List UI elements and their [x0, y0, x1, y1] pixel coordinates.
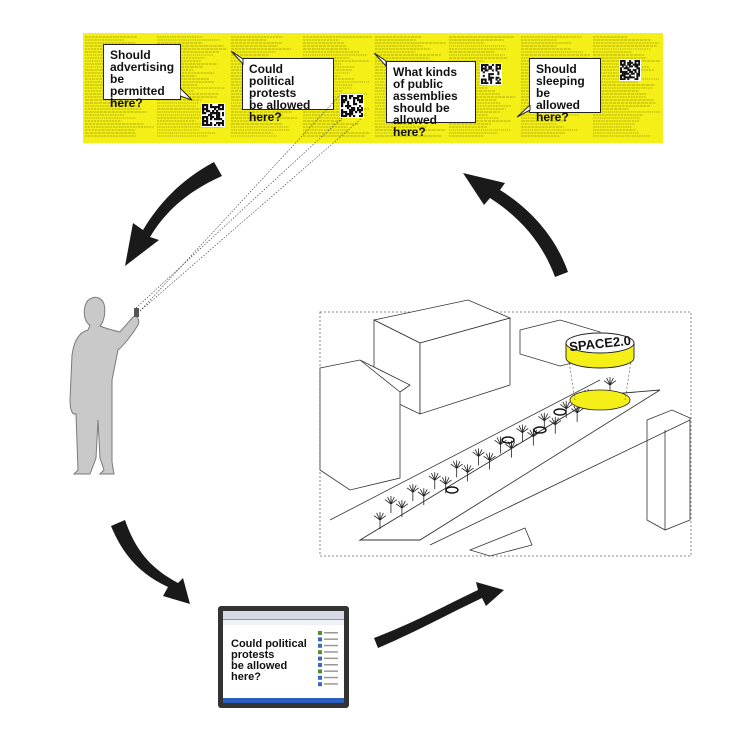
question-bubble-assemblies: What kinds of public assemblies should b…: [386, 61, 476, 138]
browser-address-bar: [223, 620, 344, 625]
qr-code: [340, 94, 364, 118]
browser-toolbar: [223, 611, 344, 620]
bench-icon: [501, 436, 515, 444]
question-sleeping-text: Should sleeping be allowed here?: [536, 62, 585, 124]
tree-icon: [549, 416, 562, 434]
tree-icon: [450, 460, 463, 478]
bubble-tail: [231, 51, 244, 65]
question-bubble-sleeping: Should sleeping be allowed here?: [529, 58, 601, 123]
qr-code: [480, 63, 502, 85]
arrow-site-to-banner: [463, 173, 568, 277]
question-banner: Should advertising be permitted here? Co…: [83, 33, 663, 143]
phone-icon: [134, 308, 139, 317]
pavilion-label: SPACE2.0: [568, 333, 631, 354]
question-bubble-protests: Could political protests be allowed here…: [242, 58, 334, 123]
arrow-laptop-to-site: [374, 582, 504, 648]
bench-icon: [445, 486, 459, 494]
bench-icon: [553, 408, 567, 416]
bubble-tail: [180, 88, 193, 101]
qr-code: [201, 103, 225, 127]
scan-sight-lines: [135, 94, 363, 312]
question-assemblies-text: What kinds of public assemblies should b…: [393, 65, 458, 139]
bubble-tail: [517, 105, 531, 118]
question-protests-text: Could political protests be allowed here…: [249, 62, 311, 124]
tree-icon: [384, 496, 398, 514]
tree-icon: [373, 512, 387, 529]
question-bubble-advertising: Should advertising be permitted here?: [103, 44, 181, 109]
taskbar: [223, 698, 344, 703]
bench-icon: [533, 426, 547, 434]
tree-icon: [516, 424, 529, 442]
arrow-person-to-laptop: [111, 520, 190, 604]
tree-icon: [538, 412, 551, 430]
person-with-phone-figure: [69, 296, 140, 475]
question-advertising-text: Should advertising be permitted here?: [110, 48, 175, 110]
tree-icon: [395, 500, 409, 518]
tree-icon: [428, 472, 441, 490]
computer-screen: Could political protests be allowed here…: [218, 606, 349, 708]
arrow-banner-to-person: [125, 162, 222, 266]
tree-icon: [406, 484, 419, 502]
webpage-sidebar: [318, 631, 338, 687]
tree-icon: [417, 488, 430, 506]
site-axonometric-drawing: SPACE2.0: [319, 299, 692, 557]
webpage-question: Could political protests be allowed here…: [231, 638, 307, 683]
tree-icon: [472, 448, 485, 466]
space-pavilion: SPACE2.0: [565, 332, 635, 411]
qr-code: [619, 59, 641, 81]
tree-icon: [483, 452, 496, 470]
bubble-tail: [374, 53, 387, 67]
tree-icon: [461, 464, 474, 482]
browser-window: Could political protests be allowed here…: [223, 611, 344, 703]
